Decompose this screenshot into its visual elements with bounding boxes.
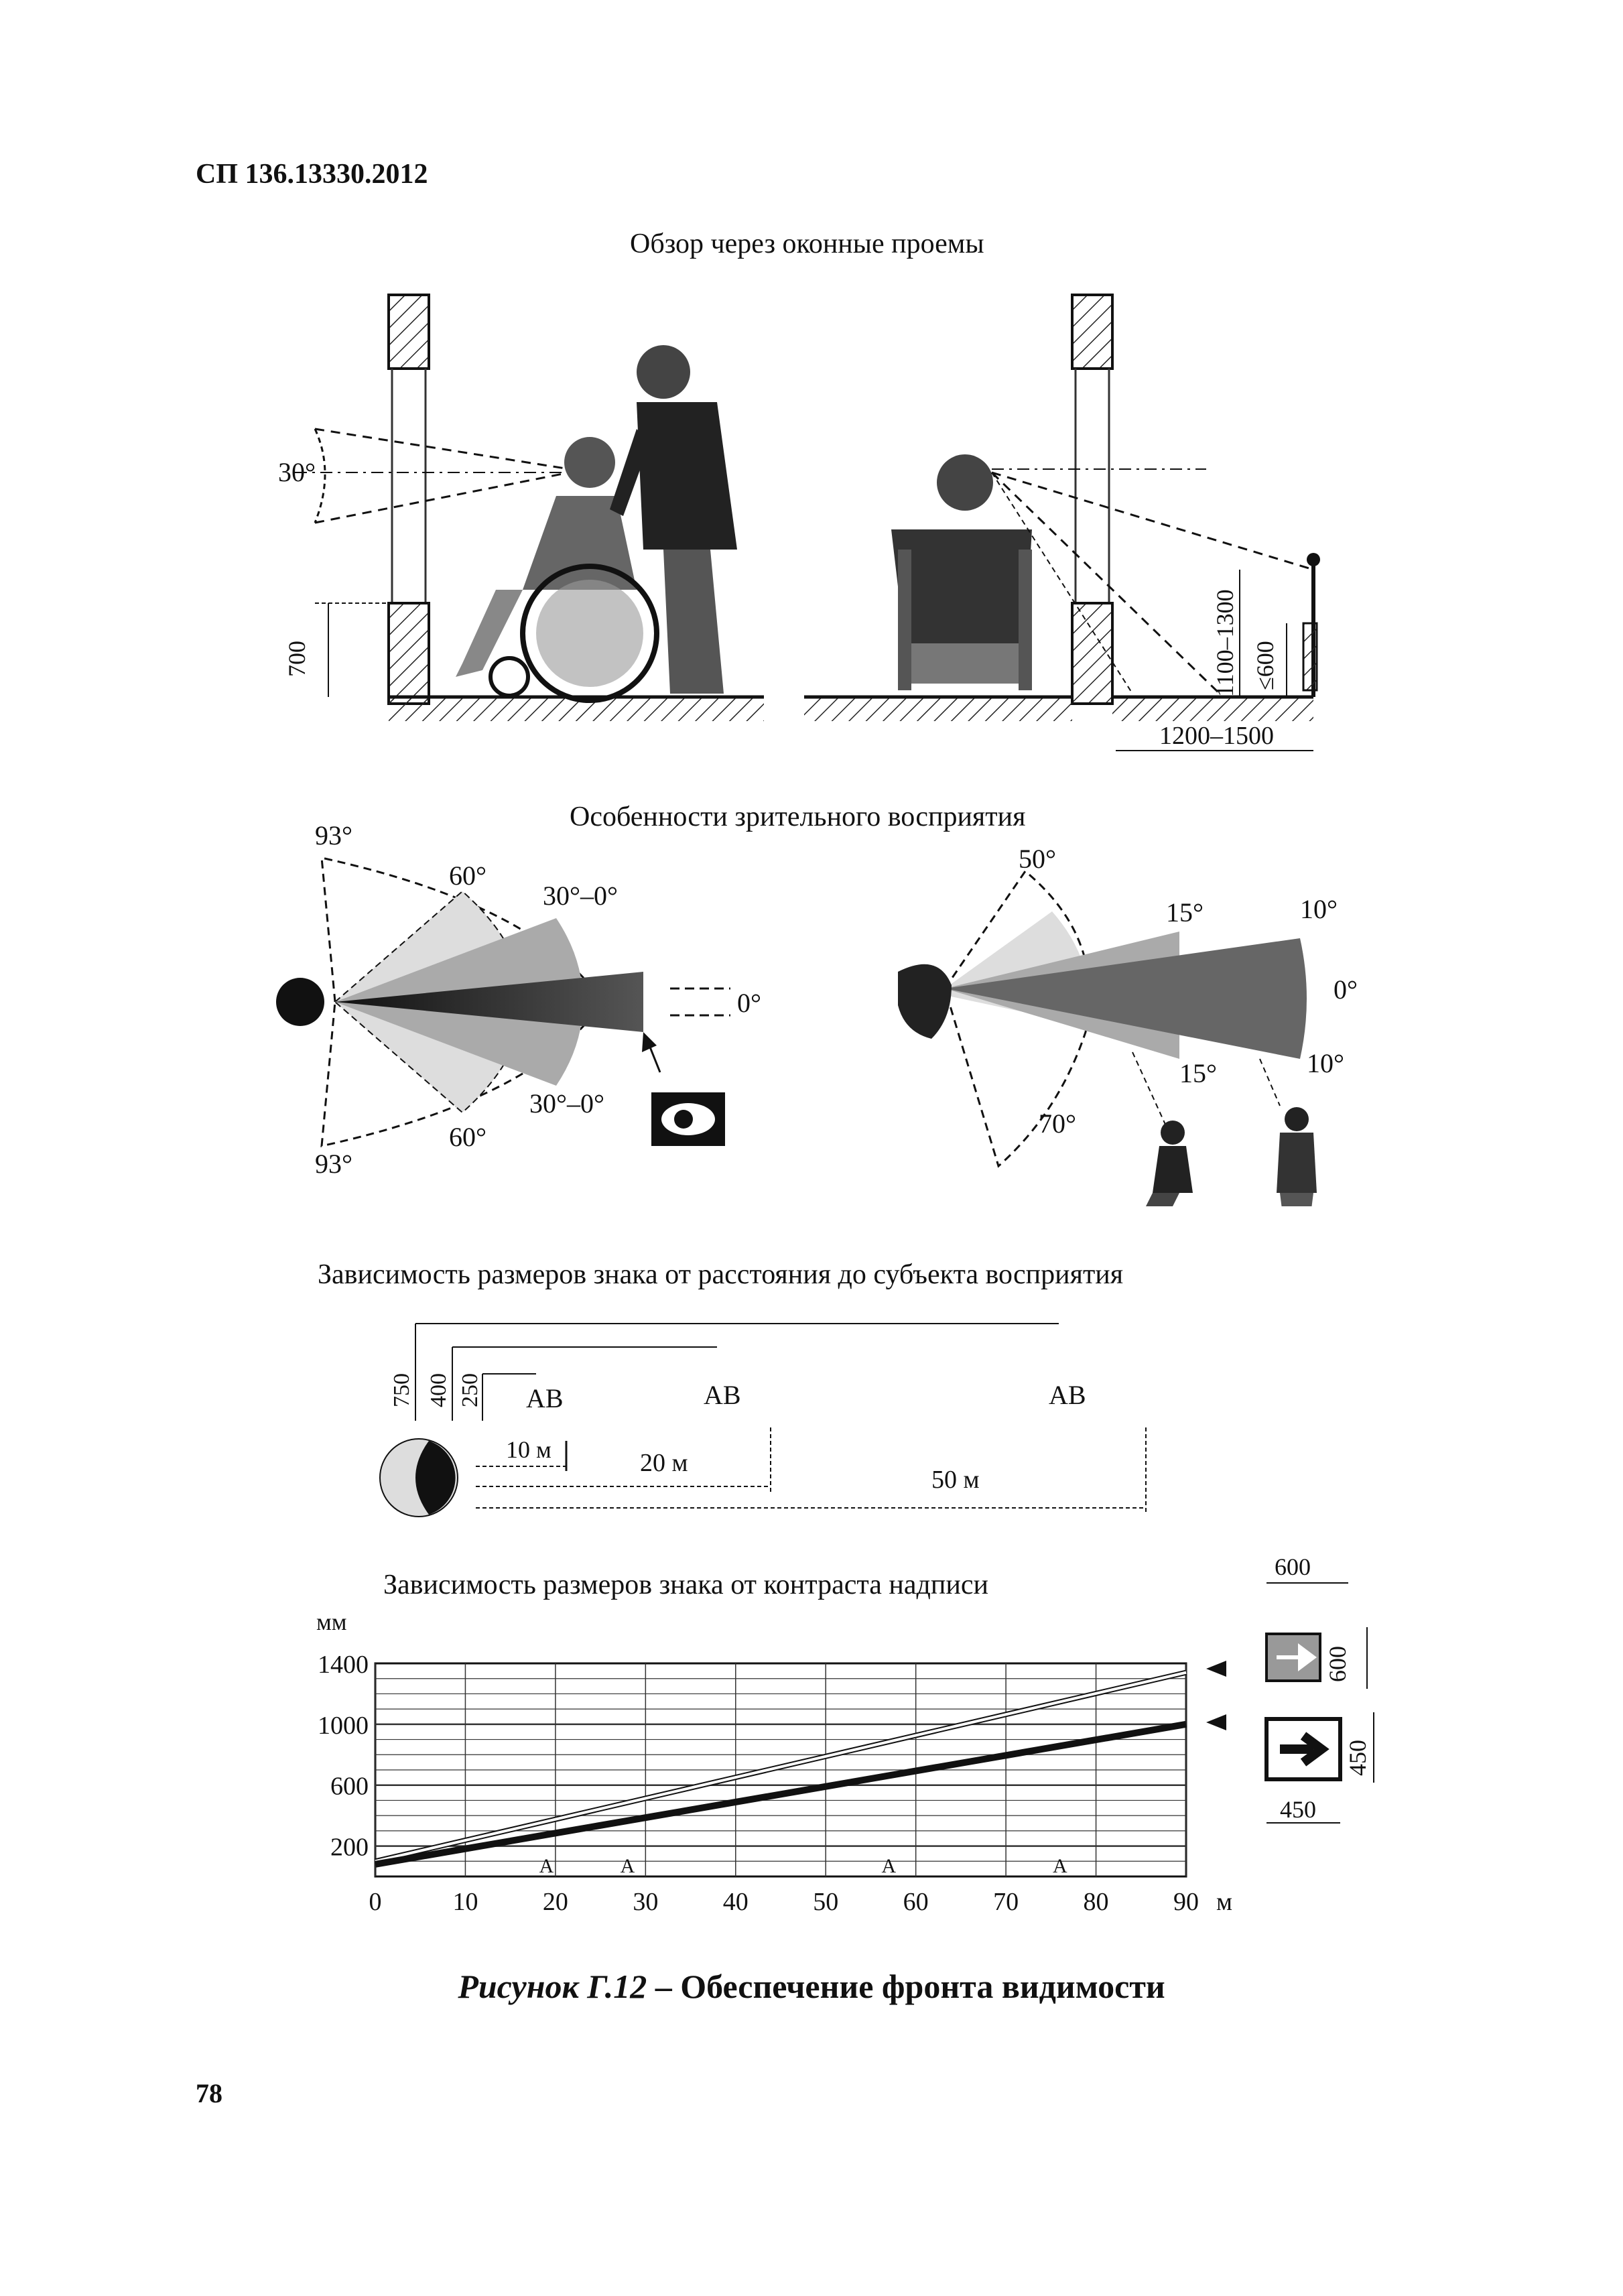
angle-10-bottom: 10°: [1307, 1048, 1344, 1078]
right-visual-field: 50° 15° 10° 0° 15° 10° 70°: [898, 844, 1358, 1206]
seated-person-illustration: [1146, 1121, 1193, 1206]
section-title-window-view: Обзор через оконные проемы: [630, 229, 984, 259]
angle-50: 50°: [1019, 844, 1056, 874]
angle-0-left: 0°: [737, 988, 761, 1018]
chart-title: Зависимость размеров знака от контраста …: [383, 1570, 988, 1600]
section-title-sign-distance: Зависимость размеров знака от расстояния…: [318, 1259, 1124, 1290]
sign-width-bottom: 450: [1280, 1796, 1316, 1823]
wheelchair-user-front-illustration: [891, 454, 1032, 690]
x-tick-label: 20: [543, 1888, 568, 1916]
page-number: 78: [196, 2078, 222, 2108]
left-window-scene: 30° 700: [278, 294, 764, 721]
figure-caption: Рисунок Г.12 – Обеспечение фронта видимо…: [0, 1967, 1623, 2006]
angle-30-top: 30°–0°: [543, 881, 618, 911]
angle-60-top: 60°: [449, 860, 486, 891]
sign-panel: 600 600 450 450: [1206, 1555, 1374, 1824]
sign-distance-diagram: 750 400 250 АВ АВ АВ 10 м 20 м 50 м: [379, 1323, 1147, 1517]
x-tick-label: 80: [1084, 1888, 1109, 1916]
position-marker: А: [621, 1855, 635, 1877]
helper-person-illustration: [610, 345, 737, 694]
letters-50m: АВ: [1049, 1380, 1086, 1410]
view-angle-label: 30°: [278, 457, 316, 487]
eye-icon: [379, 1438, 458, 1517]
caption-dash: –: [647, 1968, 681, 2005]
sign-height-top: 600: [1324, 1646, 1351, 1682]
series-line-1: [375, 1720, 1187, 1868]
angle-15-top: 15°: [1166, 897, 1204, 928]
left-visual-field: 93° 60° 30°–0° 0° 30°–0° 60° 93°: [276, 820, 761, 1179]
visual-perception-diagram: 93° 60° 30°–0° 0° 30°–0° 60° 93° 50° 15°…: [276, 820, 1358, 1206]
series-line-inner-0: [375, 1671, 1187, 1863]
sign-width-top: 600: [1275, 1555, 1311, 1580]
x-tick-label: 70: [993, 1888, 1019, 1916]
standing-person-illustration: [1277, 1107, 1317, 1206]
x-tick-label: 0: [369, 1888, 382, 1916]
y-tick-label: 1400: [318, 1651, 369, 1679]
height-range-label: 1100–1300: [1212, 589, 1238, 697]
right-window-scene: 1100–1300 ≤600 1200–1500: [804, 294, 1320, 751]
size-750: 750: [389, 1373, 414, 1407]
angle-60-bottom: 60°: [449, 1122, 486, 1152]
angle-70: 70°: [1039, 1108, 1076, 1139]
sign-height-bottom: 450: [1344, 1740, 1371, 1776]
wheelchair-user-illustration: [456, 437, 659, 703]
position-marker: А: [1053, 1855, 1067, 1877]
distance-20m: 20 м: [640, 1449, 688, 1477]
document-code: СП 136.13330.2012: [196, 159, 428, 190]
sill-height-label: 700: [283, 641, 310, 677]
size-250: 250: [458, 1373, 482, 1407]
figure-title: Обеспечение фронта видимости: [680, 1968, 1165, 2005]
position-marker: А: [539, 1855, 554, 1877]
angle-15-bottom: 15°: [1179, 1058, 1217, 1088]
width-range-label: 1200–1500: [1159, 722, 1274, 750]
x-tick-label: 90: [1173, 1888, 1199, 1916]
x-tick-label: 40: [723, 1888, 749, 1916]
figure-label: Рисунок Г.12: [458, 1968, 647, 2005]
x-tick-label: 30: [633, 1888, 658, 1916]
head-profile-icon: [898, 964, 952, 1039]
angle-10-top: 10°: [1300, 894, 1338, 924]
x-tick-label: 60: [903, 1888, 929, 1916]
y-tick-label: 200: [330, 1834, 369, 1862]
angle-93-top: 93°: [315, 820, 352, 850]
letters-10m: АВ: [526, 1383, 564, 1413]
y-tick-label: 1000: [318, 1712, 369, 1740]
contrast-chart: Зависимость размеров знака от контраста …: [316, 1555, 1374, 1916]
angle-30-bottom: 30°–0°: [529, 1088, 604, 1119]
x-tick-label: 10: [452, 1888, 478, 1916]
angle-93-bottom: 93°: [315, 1149, 352, 1179]
y-axis-unit: мм: [316, 1608, 347, 1635]
x-tick-label: 50: [813, 1888, 838, 1916]
section-title-visual-perception: Особенности зрительного восприятия: [570, 802, 1026, 832]
position-marker: А: [881, 1855, 896, 1877]
letters-20m: АВ: [704, 1380, 741, 1410]
distance-10m: 10 м: [506, 1436, 551, 1463]
size-400: 400: [426, 1373, 451, 1407]
distance-50m: 50 м: [931, 1466, 980, 1494]
angle-0-right: 0°: [1334, 974, 1358, 1005]
y-tick-label: 600: [330, 1773, 369, 1801]
x-axis-unit: м: [1216, 1888, 1232, 1916]
height-max-label: ≤600: [1252, 641, 1279, 690]
window-view-diagram: 30° 700: [278, 294, 1320, 751]
